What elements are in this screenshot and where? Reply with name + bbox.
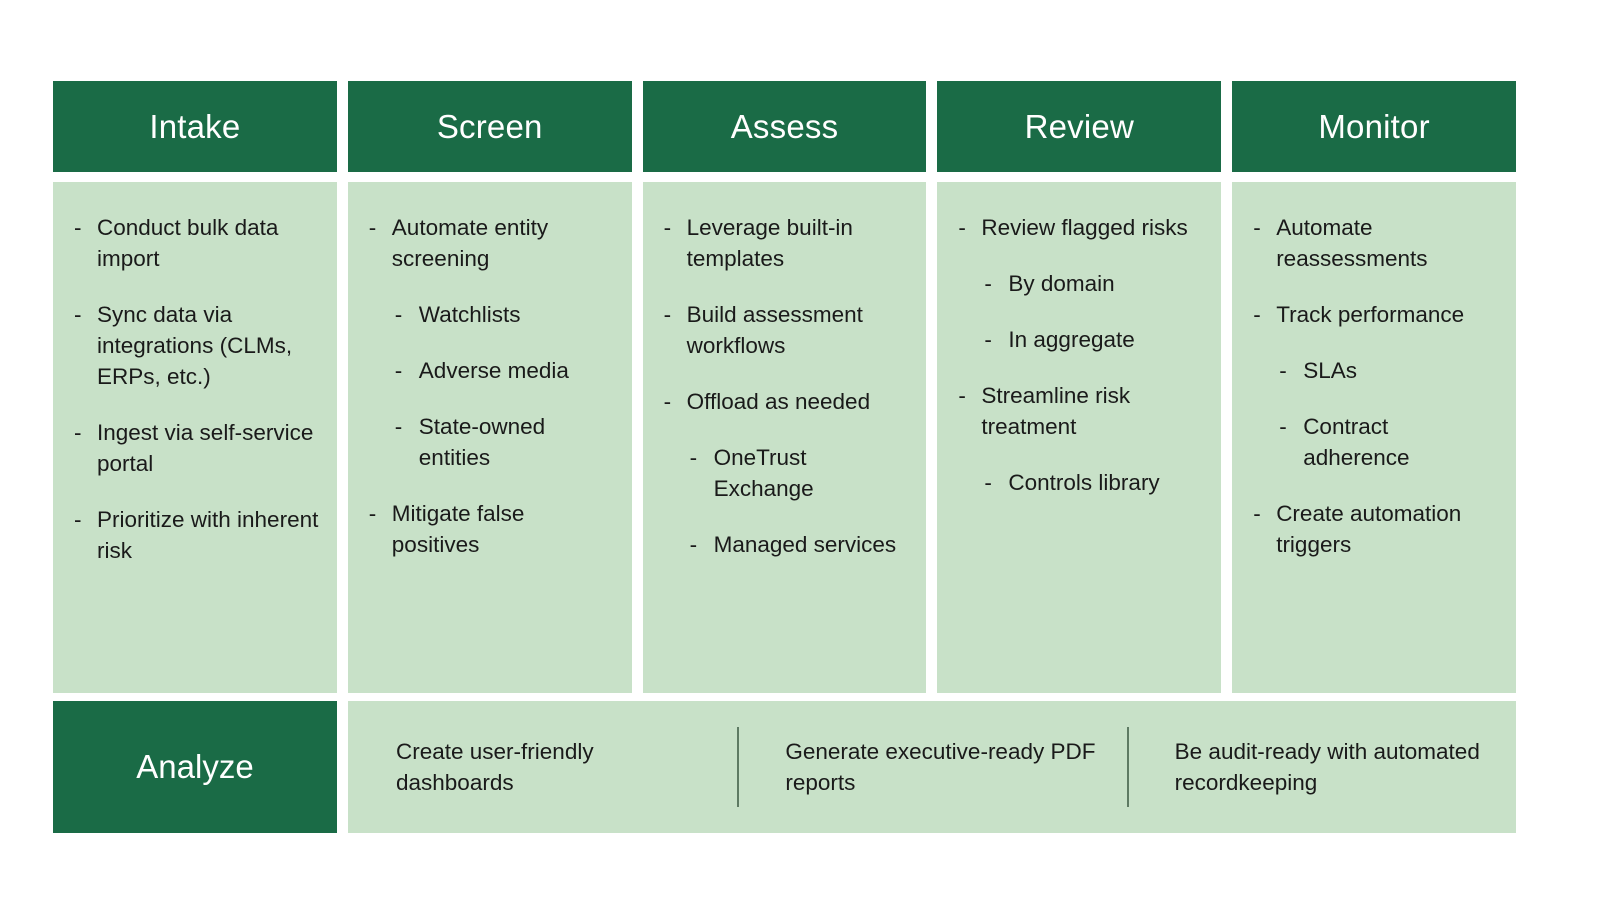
list-item: Review flagged risks: [951, 212, 1203, 243]
list-item: Contract adherence: [1246, 411, 1498, 473]
stage-title-monitor: Monitor: [1318, 107, 1430, 145]
stage-column-screen: Screen Automate entity screening Watchli…: [347, 81, 632, 693]
analyze-item-text: Generate executive-ready PDF reports: [785, 739, 1096, 795]
stage-column-review: Review Review flagged risks By domain In…: [937, 81, 1222, 693]
stage-column-monitor: Monitor Automate reassessments Track per…: [1232, 81, 1516, 693]
stage-title-review: Review: [1024, 107, 1134, 145]
list-item: Managed services: [657, 529, 909, 560]
stage-body-screen: Automate entity screening Watchlists Adv…: [347, 182, 632, 693]
analyze-item-text: Be audit-ready with automated recordkeep…: [1174, 739, 1480, 795]
list-item: SLAs: [1246, 355, 1498, 386]
stage-body-monitor: Automate reassessments Track performance…: [1232, 182, 1516, 693]
analyze-item-reports: Generate executive-ready PDF reports: [737, 701, 1126, 833]
analyze-item-text: Create user-friendly dashboards: [396, 739, 594, 795]
stage-columns: Intake Conduct bulk data import Sync dat…: [53, 81, 1516, 693]
stage-bullet-list-review: Review flagged risks By domain In aggreg…: [951, 212, 1203, 498]
stage-header-screen[interactable]: Screen: [347, 81, 632, 172]
stage-column-intake: Intake Conduct bulk data import Sync dat…: [53, 81, 337, 693]
stage-body-intake: Conduct bulk data import Sync data via i…: [53, 182, 337, 693]
list-item: In aggregate: [951, 324, 1203, 355]
list-item: Mitigate false positives: [362, 498, 614, 560]
stage-title-screen: Screen: [436, 107, 543, 145]
list-item: Build assessment workflows: [657, 299, 909, 361]
list-item: Conduct bulk data import: [67, 212, 319, 274]
list-item: Create automation triggers: [1246, 498, 1498, 560]
stage-body-review: Review flagged risks By domain In aggreg…: [937, 182, 1222, 693]
list-item: Controls library: [951, 467, 1203, 498]
list-item: Leverage built-in templates: [657, 212, 909, 274]
list-item: Adverse media: [362, 355, 614, 386]
workflow-diagram: Intake Conduct bulk data import Sync dat…: [53, 81, 1516, 833]
analyze-item-recordkeeping: Be audit-ready with automated recordkeep…: [1126, 701, 1516, 833]
stage-header-review[interactable]: Review: [937, 81, 1222, 172]
list-item: Watchlists: [362, 299, 614, 330]
stage-header-assess[interactable]: Assess: [642, 81, 927, 172]
list-item: Prioritize with inherent risk: [67, 504, 319, 566]
stage-body-assess: Leverage built-in templates Build assess…: [642, 182, 927, 693]
list-item: Ingest via self-service portal: [67, 417, 319, 479]
stage-header-monitor[interactable]: Monitor: [1232, 81, 1516, 172]
stage-title-assess: Assess: [730, 107, 839, 145]
list-item: State-owned entities: [362, 411, 614, 473]
stage-header-intake[interactable]: Intake: [53, 81, 337, 172]
list-item: Sync data via integrations (CLMs, ERPs, …: [67, 299, 319, 392]
list-item: Automate reassessments: [1246, 212, 1498, 274]
list-item: OneTrust Exchange: [657, 442, 909, 504]
list-item: Offload as needed: [657, 386, 909, 417]
stage-title-intake: Intake: [149, 107, 241, 145]
list-item: Streamline risk treatment: [951, 380, 1203, 442]
list-item: By domain: [951, 268, 1203, 299]
analyze-item-dashboards: Create user-friendly dashboards: [348, 701, 737, 833]
analyze-title: Analyze: [136, 748, 254, 785]
stage-bullet-list-screen: Automate entity screening Watchlists Adv…: [362, 212, 614, 560]
stage-column-assess: Assess Leverage built-in templates Build…: [642, 81, 927, 693]
analyze-panel: Create user-friendly dashboards Generate…: [348, 701, 1516, 833]
stage-bullet-list-monitor: Automate reassessments Track performance…: [1246, 212, 1498, 560]
analyze-label-block[interactable]: Analyze: [53, 701, 337, 833]
list-item: Automate entity screening: [362, 212, 614, 274]
stage-bullet-list-assess: Leverage built-in templates Build assess…: [657, 212, 909, 560]
list-item: Track performance: [1246, 299, 1498, 330]
analyze-row: Analyze Create user-friendly dashboards …: [53, 701, 1516, 833]
stage-bullet-list-intake: Conduct bulk data import Sync data via i…: [67, 212, 319, 566]
